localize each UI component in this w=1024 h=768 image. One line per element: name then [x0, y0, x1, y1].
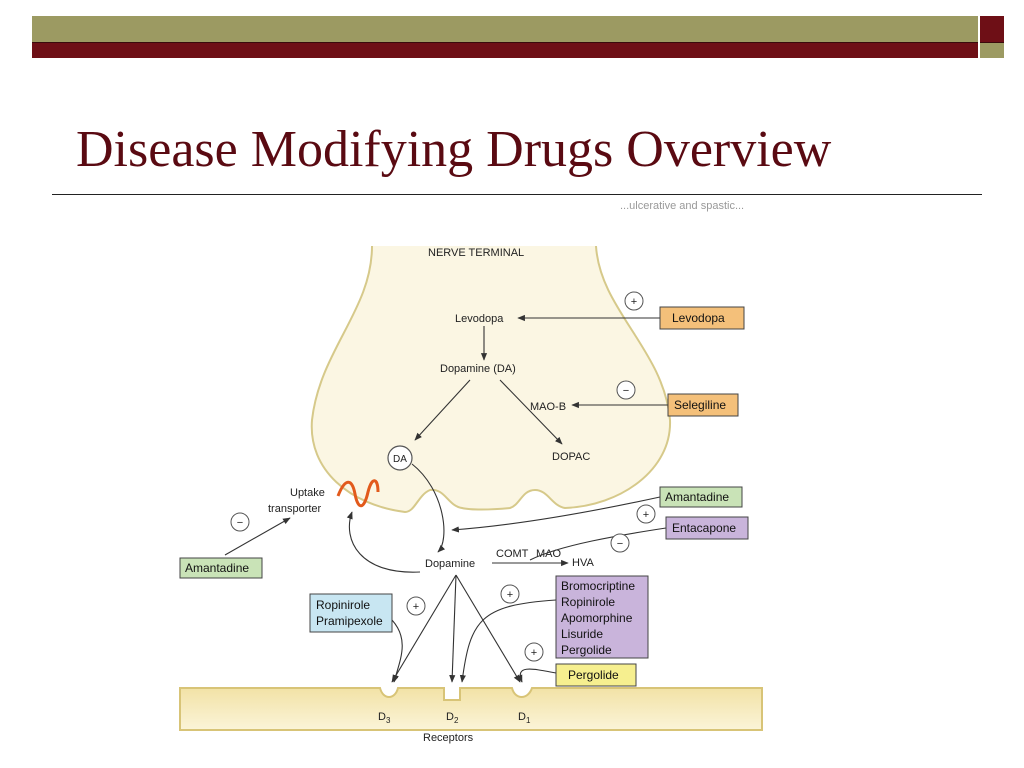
svg-text:Pergolide: Pergolide — [561, 643, 612, 657]
arrow-dopamine-to-dopac — [499, 379, 563, 445]
arrow-dopamine-to-d2 — [449, 574, 457, 683]
da-vesicle-circle — [387, 445, 413, 471]
arrow-pergolide-to-d1 — [516, 668, 557, 683]
drug-box-selegiline: Selegiline — [667, 393, 739, 417]
header-bar-olive — [32, 16, 978, 42]
arrow-dopamine-to-d1 — [455, 574, 521, 683]
header-corner-square-olive — [980, 42, 1004, 58]
arrow-entacapone-inhibit — [529, 527, 667, 561]
receptor-d2-label: D2 — [446, 711, 459, 725]
plus-sign-levodopa: + — [631, 296, 637, 308]
drug-box-amantadine-left: Amantadine — [179, 557, 263, 579]
dopamine-cleft-label: Dopamine — [425, 558, 475, 570]
header-corner-square-maroon — [980, 16, 1004, 42]
arrow-dopamine-to-d3 — [391, 574, 457, 683]
uptake-transporter-label-2: transporter — [268, 503, 322, 515]
arrow-amantadine-to-transporter — [224, 517, 291, 556]
arrow-reuptake — [346, 511, 421, 573]
drug-box-pergolide: Pergolide — [555, 663, 637, 687]
svg-text:Levodopa: Levodopa — [672, 311, 725, 325]
svg-text:Ropinirole: Ropinirole — [316, 598, 370, 612]
minus-sign-amantadine-left: − — [237, 517, 243, 529]
svg-text:Amantadine: Amantadine — [185, 561, 249, 575]
svg-text:Selegiline: Selegiline — [674, 398, 726, 412]
svg-text:Bromocriptine: Bromocriptine — [561, 579, 635, 593]
scanned-text-fragment: ...ulcerative and spastic... — [620, 200, 745, 212]
nerve-terminal-membrane — [310, 245, 672, 514]
minus-sign-entacapone: − — [617, 538, 623, 550]
drug-box-amantadine-right: Amantadine — [659, 486, 743, 508]
postsynaptic-membrane — [179, 687, 763, 731]
dopac-label: DOPAC — [552, 451, 590, 463]
receptor-d3-label: D3 — [378, 711, 391, 725]
svg-text:Amantadine: Amantadine — [665, 490, 729, 504]
svg-text:Pramipexole: Pramipexole — [316, 614, 383, 628]
drug-box-ropinirole-pramipexole: Ropinirole Pramipexole — [309, 593, 393, 633]
uptake-transporter-label-1: Uptake — [290, 487, 325, 499]
arrow-agonists-to-receptors — [459, 599, 557, 683]
uptake-transporter-wave — [336, 479, 380, 508]
plus-sign-ropinirole: + — [413, 601, 419, 613]
modulation-signs: + − + − − + + + — [230, 291, 656, 662]
drug-box-levodopa: Levodopa — [659, 306, 745, 330]
receptors-label: Receptors — [423, 732, 474, 744]
arrow-vesicle-release — [411, 463, 446, 553]
slide-title: Disease Modifying Drugs Overview — [76, 121, 832, 178]
comt-label: COMT — [496, 548, 529, 560]
plus-sign-pergolide: + — [531, 647, 537, 659]
svg-text:Entacapone: Entacapone — [672, 521, 736, 535]
title-underline — [52, 194, 982, 195]
header-bar-maroon — [32, 42, 978, 58]
plus-sign-agonists: + — [507, 589, 513, 601]
arrow-dopamine-to-vesicle — [414, 379, 471, 441]
plus-sign-amantadine: + — [643, 509, 649, 521]
arrow-amantadine-release — [451, 496, 661, 533]
drug-box-dopamine-agonists: Bromocriptine Ropinirole Apomorphine Lis… — [555, 575, 649, 659]
arrow-ropinirole-to-d3 — [391, 619, 403, 683]
da-vesicle-label: DA — [393, 454, 407, 465]
svg-text:Apomorphine: Apomorphine — [561, 611, 633, 625]
drug-box-entacapone: Entacapone — [665, 516, 749, 540]
receptor-d1-label: D1 — [518, 711, 531, 725]
mao-label: MAO — [536, 548, 562, 560]
minus-sign-selegiline: − — [623, 385, 629, 397]
svg-text:Ropinirole: Ropinirole — [561, 595, 615, 609]
pathway-arrows — [224, 314, 668, 683]
nerve-terminal-label: NERVE TERMINAL — [428, 247, 524, 259]
levodopa-inner-label: Levodopa — [455, 313, 504, 325]
hva-label: HVA — [572, 557, 594, 569]
mao-b-label: MAO-B — [530, 401, 566, 413]
svg-text:Lisuride: Lisuride — [561, 627, 603, 641]
dopamine-da-label: Dopamine (DA) — [440, 363, 516, 375]
svg-text:Pergolide: Pergolide — [568, 668, 619, 682]
